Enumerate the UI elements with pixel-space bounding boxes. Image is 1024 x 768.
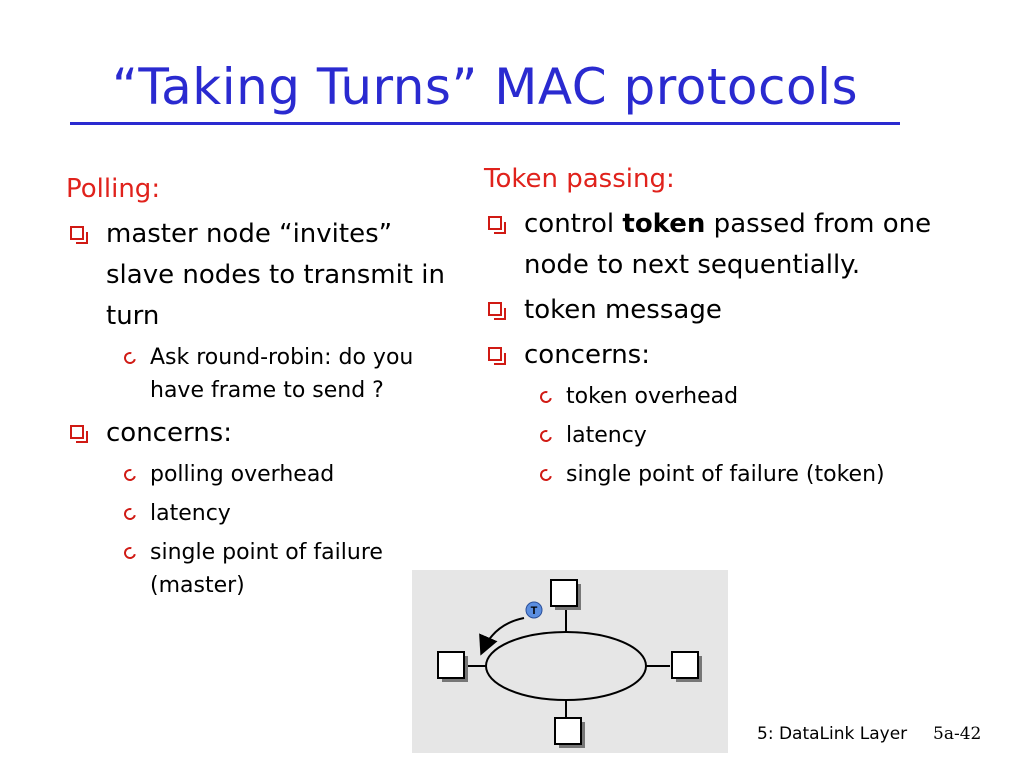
token-circle [525,601,543,619]
square-bullet-icon [488,216,506,234]
polling-column: Polling: master node “invites” slave nod… [66,172,446,608]
slide-title: “Taking Turns” MAC protocols [111,58,859,116]
square-bullet-icon [70,226,88,244]
polling-sub-4: single point of failure (master) [66,536,446,602]
polling-sub-1-text: Ask round-robin: do you have frame to se… [150,345,414,403]
token-sub-1: token overhead [484,380,984,413]
token-bullet-2-text: token message [524,295,722,325]
polling-sub-2-text: polling overhead [150,462,335,487]
round-bullet-icon [537,388,555,406]
token-bullet-1: control token passed from one node to ne… [484,204,984,286]
polling-bullet-2: concerns: [66,413,446,454]
round-bullet-icon [121,466,139,484]
node-left [437,651,468,682]
node-top [550,579,581,610]
polling-heading: Polling: [66,174,161,204]
round-bullet-icon [121,544,139,562]
round-bullet-icon [537,466,555,484]
footer-chapter: 5: DataLink Layer [757,724,908,744]
square-bullet-icon [488,302,506,320]
polling-sub-3: latency [66,497,446,530]
round-bullet-icon [537,427,555,445]
token-sub-3-text: single point of failure (token) [566,462,885,487]
token-bullet-1-after: passed from one node to next sequentiall… [524,209,932,280]
polling-sub-2: polling overhead [66,458,446,491]
title-underline [70,122,900,125]
token-label: T [531,605,538,617]
footer-page-number: 5a-42 [933,724,982,744]
token-bullet-2: token message [484,290,984,331]
polling-bullet-2-text: concerns: [106,418,232,448]
polling-bullet-1: master node “invites” slave nodes to tra… [66,214,446,337]
token-bullet-1-before: control [524,209,623,239]
token-sub-2: latency [484,419,984,452]
token-sub-2-text: latency [566,423,647,448]
polling-sub-3-text: latency [150,501,231,526]
round-bullet-icon [121,505,139,523]
ring-ellipse [485,631,647,701]
token-sub-1-text: token overhead [566,384,739,409]
polling-sub-4-text: single point of failure (master) [150,540,383,598]
token-ring-diagram: T [412,570,728,753]
square-bullet-icon [488,347,506,365]
token-bullet-3: concerns: [484,335,984,376]
token-arrow [479,617,525,656]
ring-svg: T [437,579,702,748]
polling-bullet-1-text: master node “invites” slave nodes to tra… [106,219,445,331]
token-column: Token passing: control token passed from… [484,162,984,497]
round-bullet-icon [121,349,139,367]
node-right [671,651,702,682]
polling-sub-1: Ask round-robin: do you have frame to se… [66,341,446,407]
token-heading: Token passing: [484,164,675,194]
token-sub-3: single point of failure (token) [484,458,984,491]
square-bullet-icon [70,425,88,443]
token-bold-word: token [622,209,706,239]
node-bottom [554,717,585,748]
token-bullet-3-text: concerns: [524,340,650,370]
